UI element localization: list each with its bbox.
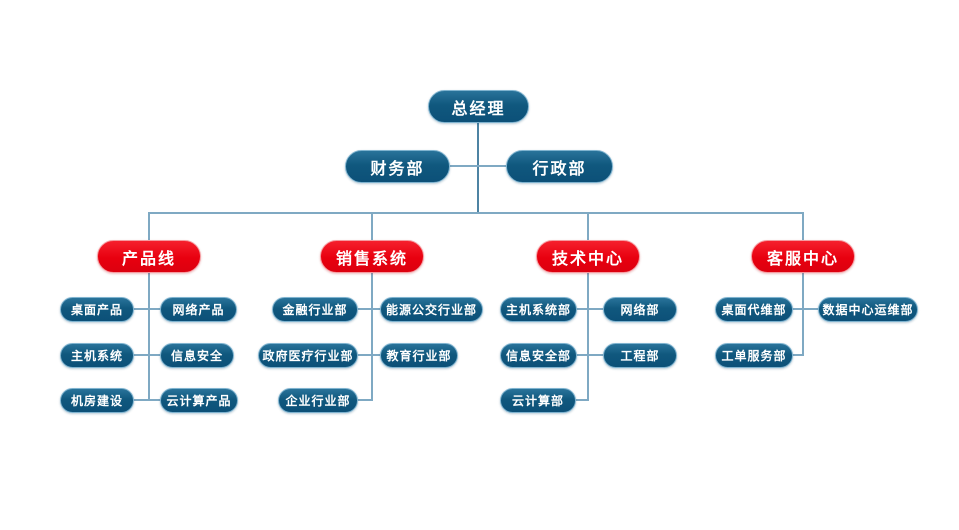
connector-stub bbox=[356, 399, 373, 401]
connector-spine-product-line bbox=[148, 271, 150, 401]
node-ticket-service-dept: 工单服务部 bbox=[715, 343, 793, 368]
node-enterprise-industry-dept: 企业行业部 bbox=[278, 388, 358, 413]
node-desktop-products: 桌面产品 bbox=[60, 297, 134, 322]
node-host-system-dept: 主机系统部 bbox=[500, 297, 577, 322]
connector-spine-tech-center bbox=[587, 271, 589, 401]
node-service-center: 客服中心 bbox=[751, 240, 855, 273]
node-government-healthcare-industry-dept: 政府医疗行业部 bbox=[258, 343, 358, 368]
connector-root-drop bbox=[477, 123, 479, 214]
connector-stub bbox=[356, 308, 382, 310]
node-info-security: 信息安全 bbox=[160, 343, 234, 368]
node-general-manager: 总经理 bbox=[428, 90, 529, 123]
node-network-products: 网络产品 bbox=[160, 297, 237, 322]
node-finance-industry-dept: 金融行业部 bbox=[272, 297, 358, 322]
node-info-security-dept: 信息安全部 bbox=[500, 343, 577, 368]
node-sales-system: 销售系统 bbox=[320, 240, 424, 273]
connector-stub bbox=[575, 354, 605, 356]
node-admin-dept: 行政部 bbox=[506, 150, 613, 183]
node-education-industry-dept: 教育行业部 bbox=[380, 343, 458, 368]
connector-stub bbox=[574, 399, 589, 401]
node-datacenter-ops-dept: 数据中心运维部 bbox=[818, 297, 918, 322]
connector-division-drop bbox=[371, 212, 373, 240]
connector-stub bbox=[791, 354, 804, 356]
connector-stub bbox=[791, 308, 820, 310]
node-finance-dept: 财务部 bbox=[345, 150, 450, 183]
connector-division-drop bbox=[148, 212, 150, 240]
connector-division-drop bbox=[802, 212, 804, 240]
node-server-room-construction: 机房建设 bbox=[60, 388, 134, 413]
node-cloud-computing-dept: 云计算部 bbox=[500, 388, 576, 413]
connector-trunk bbox=[148, 212, 804, 214]
connector-staff-row bbox=[450, 165, 506, 167]
node-energy-transit-industry-dept: 能源公交行业部 bbox=[380, 297, 483, 322]
node-engineering-dept: 工程部 bbox=[603, 343, 677, 368]
node-cloud-computing-products: 云计算产品 bbox=[160, 388, 238, 413]
node-network-dept: 网络部 bbox=[603, 297, 677, 322]
connector-stub bbox=[132, 399, 162, 401]
connector-stub bbox=[132, 308, 162, 310]
connector-division-drop bbox=[587, 212, 589, 240]
connector-spine-service-center bbox=[802, 271, 804, 356]
connector-stub bbox=[132, 354, 162, 356]
connector-spine-sales-system bbox=[371, 271, 373, 401]
connector-stub bbox=[575, 308, 605, 310]
connector-stub bbox=[356, 354, 382, 356]
node-host-systems: 主机系统 bbox=[60, 343, 134, 368]
node-desktop-maintenance-dept: 桌面代维部 bbox=[715, 297, 793, 322]
node-product-line: 产品线 bbox=[97, 240, 201, 273]
node-tech-center: 技术中心 bbox=[536, 240, 640, 273]
